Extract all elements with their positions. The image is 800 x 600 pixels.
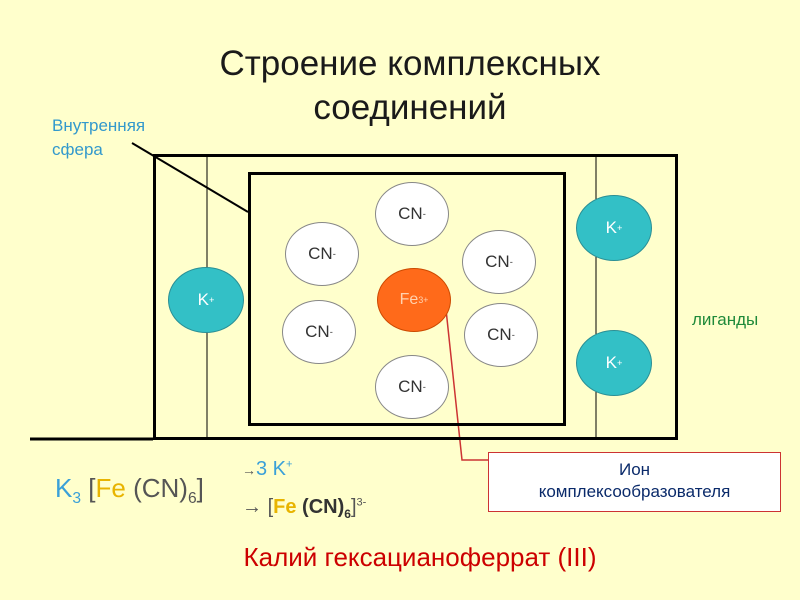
central-ion-label: Fe — [399, 291, 419, 308]
central-ion-callout: Ион комплексообразователя — [488, 452, 781, 512]
product-cn-subscript: 6 — [344, 507, 351, 521]
ligand-cn-upper-left: CN- — [285, 222, 359, 286]
outer-ion-label: K — [197, 290, 209, 309]
formula-fe: Fe — [95, 473, 126, 503]
outer-ion-k-bottom-right: K+ — [576, 330, 652, 396]
compound-name: Калий гексацианоферрат (III) — [243, 542, 597, 572]
product-open-bracket: [ — [267, 496, 274, 518]
ligand-cn-upper-right: CN- — [462, 230, 536, 294]
outer-sphere-box — [153, 154, 678, 440]
product-close-bracket: ] — [350, 496, 357, 518]
ligand-cn-lower-left: CN- — [282, 300, 356, 364]
ligand-cn-top: CN- — [375, 182, 449, 246]
product-cn: (CN) — [302, 496, 345, 518]
product-k-charge: + — [286, 458, 293, 471]
outer-ion-k-left: K+ — [168, 267, 244, 333]
callout-line-1: Ион — [618, 460, 651, 479]
ligand-cn-bottom: CN- — [375, 355, 449, 419]
inner-sphere-label-line-1: Внутренняя — [52, 116, 146, 135]
ligand-label: CN — [398, 377, 423, 396]
formula-k: K — [55, 473, 73, 503]
page-title: Строение комплексных соединений — [100, 42, 720, 130]
title-line-2: соединений — [313, 88, 507, 127]
outer-ion-label: K — [605, 353, 617, 372]
formula-close-bracket: ] — [196, 473, 204, 503]
inner-sphere-label: Внутренняя сфера — [52, 114, 145, 162]
formula-cn-subscript: 6 — [187, 490, 197, 508]
ligand-label: CN — [308, 244, 333, 263]
inner-sphere-pointer — [131, 142, 249, 213]
ligands-label: лиганды — [692, 310, 759, 329]
dissociation-product-complex: → [Fe (CN)6]3- — [242, 496, 367, 521]
central-ion-pointer — [444, 299, 488, 461]
ligand-label: CN — [398, 204, 423, 223]
formula-open-bracket: [ — [88, 473, 96, 503]
outer-ion-k-top-right: K+ — [576, 195, 652, 261]
ligand-cn-lower-right: CN- — [464, 303, 538, 367]
inner-sphere-box — [248, 172, 566, 426]
formula-k-subscript: 3 — [72, 490, 82, 508]
product-k-text: 3 K — [256, 458, 287, 480]
ligand-label: CN — [487, 325, 512, 344]
callout-line-2: комплексообразователя — [538, 482, 731, 501]
product-complex-charge: 3- — [356, 496, 367, 509]
ligand-label: CN — [305, 322, 330, 341]
compound-formula: K3 [Fe (CN)6] — [55, 473, 204, 508]
product-fe: Fe — [273, 496, 297, 518]
arrow-icon: → — [242, 496, 262, 518]
formula-cn: (CN) — [133, 473, 188, 503]
outer-ion-label: K — [605, 218, 617, 237]
dissociation-product-k: →3 K+ — [242, 458, 292, 481]
inner-sphere-label-line-2: сфера — [52, 140, 103, 159]
title-line-1: Строение комплексных — [219, 44, 601, 83]
ligand-label: CN — [485, 252, 510, 271]
arrow-icon: → — [242, 462, 256, 478]
